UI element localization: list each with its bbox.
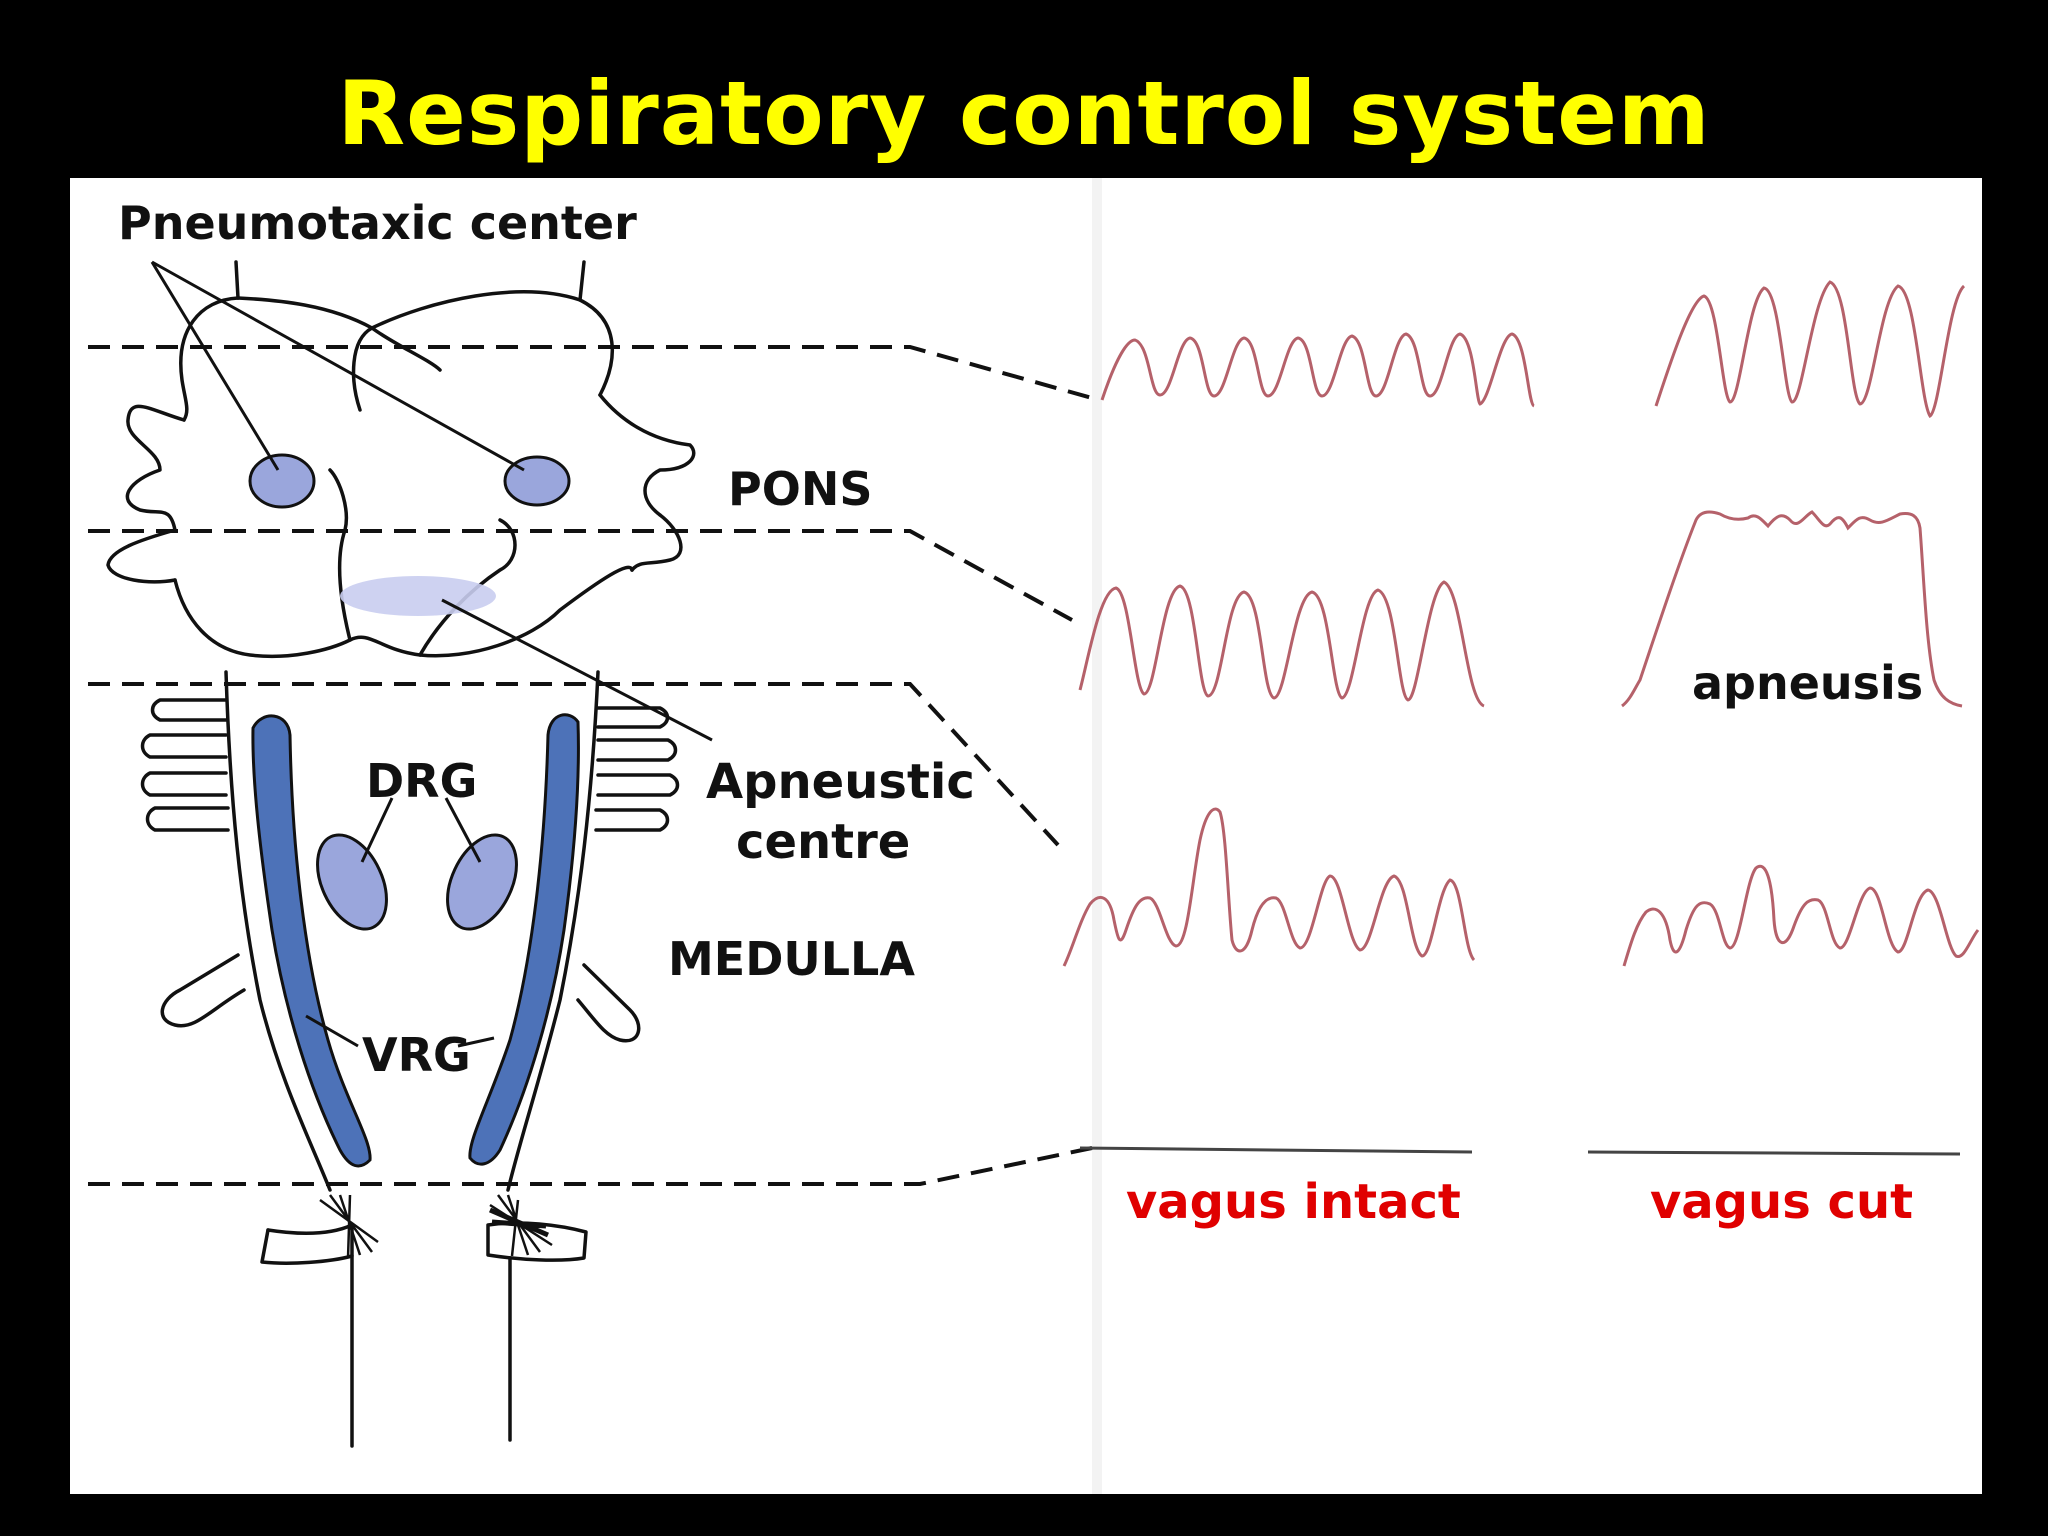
drg-right <box>446 833 518 931</box>
drg-left <box>316 833 388 931</box>
trace-level3-intact <box>1062 807 1476 967</box>
vagus-intact-label: vagus intact <box>1126 1174 1461 1230</box>
vagus-cut-label: vagus cut <box>1650 1174 1914 1230</box>
apneustic-label-line1: Apneustic <box>706 754 975 810</box>
pneumotaxic-center-label: Pneumotaxic center <box>118 196 637 250</box>
apneustic-label-line2: centre <box>736 814 911 870</box>
level-lines <box>88 345 1093 1186</box>
rootlet-hatching <box>319 1194 553 1259</box>
trace-level1-intact <box>1100 332 1536 408</box>
slide-title: Respiratory control system <box>337 62 1711 165</box>
apneusis-label: apneusis <box>1692 656 1924 710</box>
trace-level4-intact <box>1079 1146 1473 1154</box>
pointer-lines <box>150 260 713 1048</box>
apneustic-center <box>340 576 496 616</box>
trace-level1-cut <box>1654 280 1966 419</box>
drg-label: DRG <box>366 754 478 808</box>
pons-label: PONS <box>728 462 873 516</box>
trace-level2-intact <box>1078 580 1485 708</box>
respiratory-traces <box>1062 280 1980 1156</box>
trace-level3-cut <box>1622 864 1980 967</box>
trace-level2-cut <box>1621 510 1963 708</box>
vrg-left <box>251 714 372 1168</box>
vrg-right <box>468 713 580 1166</box>
brainstem-outline <box>106 260 696 1448</box>
diagram-panel <box>70 178 1982 1494</box>
vrg-label: VRG <box>362 1028 471 1082</box>
medulla-label: MEDULLA <box>668 932 915 986</box>
trace-level4-cut <box>1587 1150 1961 1156</box>
pneumotaxic-center-left <box>248 453 316 509</box>
